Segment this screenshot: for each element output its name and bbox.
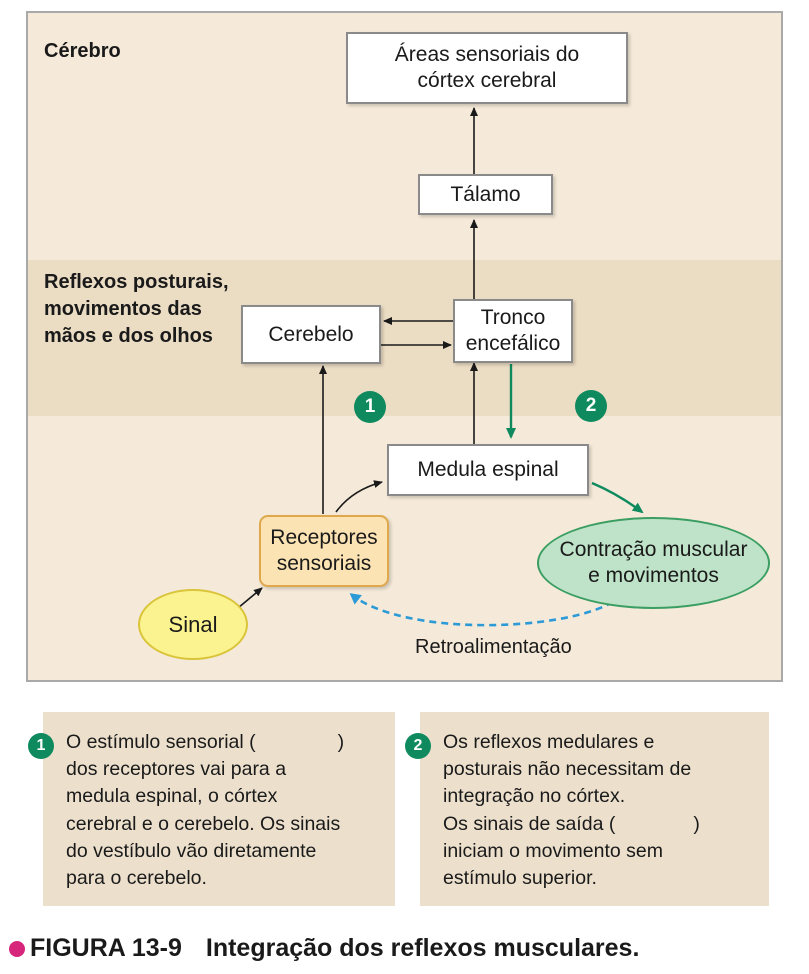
signal-oval: Sinal (138, 589, 248, 660)
feedback-arrow (349, 593, 614, 627)
step-2-badge: 2 (575, 390, 607, 422)
caption-bullet (9, 941, 25, 957)
arrow-signal-to-receptors (237, 587, 263, 609)
reflex-region-band (28, 260, 781, 416)
arrow-spinal-to-contraction (591, 481, 644, 514)
figure-caption: FIGURA 13-9 Integração dos reflexos muscu… (30, 934, 639, 963)
thalamus-box: Tálamo (418, 174, 553, 215)
note-2-text: Os reflexos medulares e posturais não ne… (443, 731, 700, 890)
figure-number: FIGURA 13-9 (30, 934, 182, 962)
figure-title: Integração dos reflexos musculares. (205, 934, 640, 962)
reflex-region-label: Reflexos posturais, movimentos das mãos … (44, 271, 229, 347)
feedback-label: Retroalimentação (415, 636, 572, 658)
note-2-badge: 2 (405, 733, 431, 759)
note-1-box (43, 712, 395, 906)
arrow-receptors-to-spinal (335, 480, 383, 513)
note-1-text: O estímulo sensorial () dos receptores v… (66, 731, 345, 890)
note-1-badge: 1 (28, 733, 54, 759)
note-2-box (420, 712, 769, 906)
brain-region-label: Cérebro (44, 40, 121, 62)
step-1-badge: 1 (354, 391, 386, 423)
cerebellum-box: Cerebelo (241, 305, 381, 364)
spinal-cord-box: Medula espinal (387, 444, 589, 496)
